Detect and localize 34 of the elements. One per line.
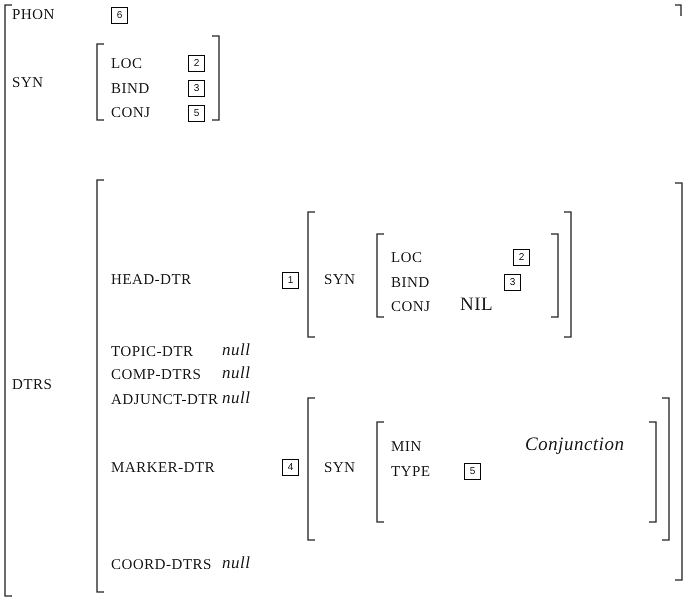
feature-name: TOPIC-DTR bbox=[111, 343, 194, 362]
feature-name: MIN bbox=[391, 438, 422, 457]
feature-value: null bbox=[222, 553, 250, 573]
feature-value: NIL bbox=[460, 295, 494, 315]
feature-name: SYN bbox=[324, 459, 356, 478]
feature-name: SYN bbox=[324, 271, 356, 290]
feature-value: Conjunction bbox=[525, 435, 624, 455]
feature-name: LOC bbox=[111, 55, 142, 74]
feature-name: MARKER-DTR bbox=[111, 459, 216, 478]
feature-name: COORD-DTRS bbox=[111, 556, 212, 575]
tag-box: 3 bbox=[504, 274, 521, 291]
feature-name: LOC bbox=[391, 249, 422, 268]
tag-box: 2 bbox=[188, 55, 205, 72]
tag-box: 1 bbox=[282, 272, 299, 289]
tag-box: 2 bbox=[513, 249, 530, 266]
feature-value: null bbox=[222, 363, 250, 383]
feature-value: null bbox=[222, 388, 250, 408]
feature-name: DTRS bbox=[12, 376, 52, 395]
tag-box: 6 bbox=[111, 7, 128, 24]
feature-name: TYPE bbox=[391, 463, 430, 482]
feature-name: HEAD-DTR bbox=[111, 271, 192, 290]
feature-name: CONJ bbox=[391, 298, 431, 317]
feature-name: COMP-DTRS bbox=[111, 366, 202, 385]
feature-name: SYN bbox=[12, 74, 44, 93]
tag-box: 5 bbox=[464, 463, 481, 480]
tag-box: 3 bbox=[188, 80, 205, 97]
feature-name: BIND bbox=[111, 80, 150, 99]
feature-name: CONJ bbox=[111, 104, 151, 123]
tag-box: 5 bbox=[188, 105, 205, 122]
feature-name: PHON bbox=[12, 6, 55, 25]
tag-box: 4 bbox=[282, 459, 299, 476]
feature-value: null bbox=[222, 340, 250, 360]
feature-name: ADJUNCT-DTR bbox=[111, 391, 218, 410]
feature-name: BIND bbox=[391, 274, 430, 293]
